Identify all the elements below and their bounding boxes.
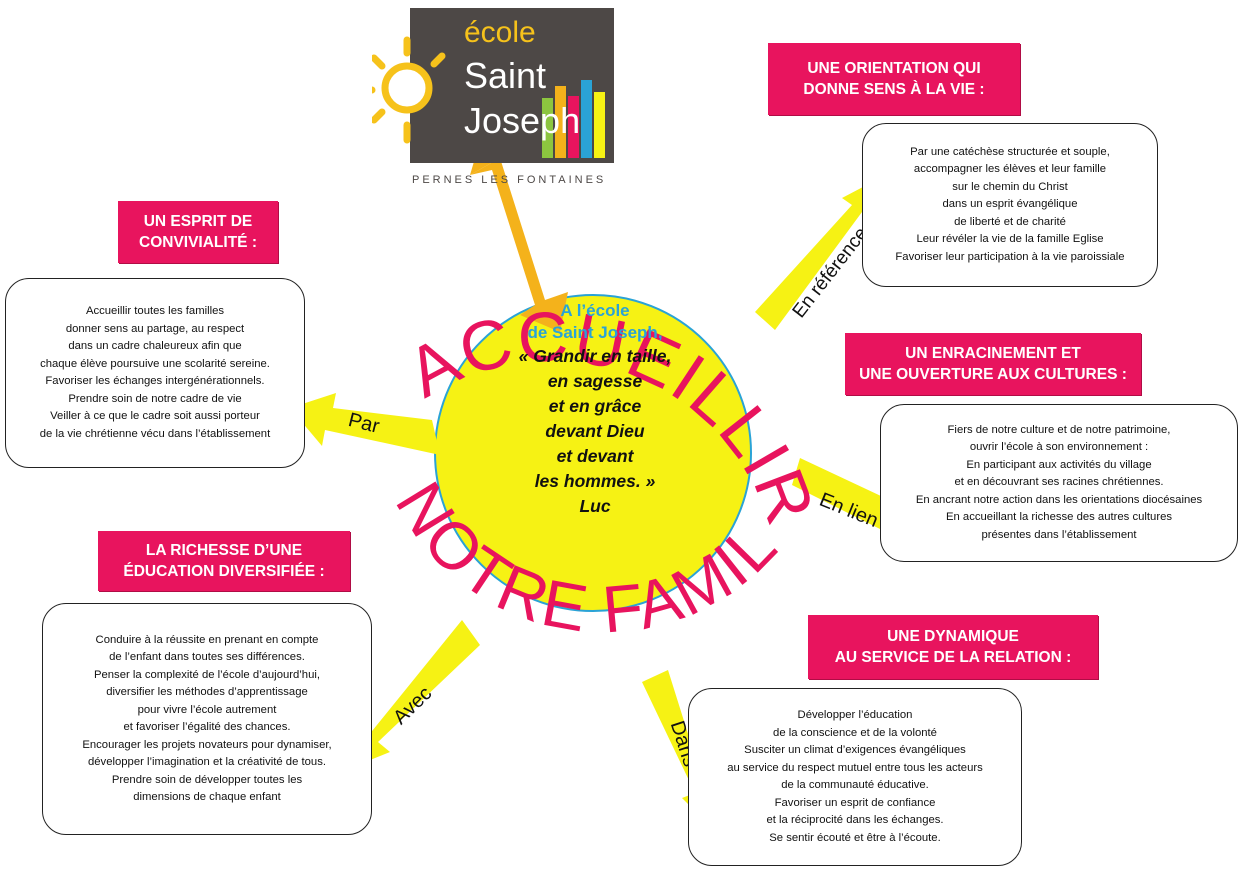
text-line: au service du respect mutuel entre tous … xyxy=(727,761,983,774)
title-convivialite-line1: UN ESPRIT DE xyxy=(143,213,253,230)
text-line: chaque élève poursuive une scolarité ser… xyxy=(40,357,270,370)
text-line: Penser la complexité de l’école d’aujour… xyxy=(93,668,321,681)
text-line: Favoriser les échanges intergénérationne… xyxy=(45,375,265,387)
text-line: ouvrir l’école à son environnement : xyxy=(969,441,1149,454)
center-quote-4: devant Dieu xyxy=(545,421,645,441)
text-line: Favoriser leur participation à la vie pa… xyxy=(895,250,1125,263)
text-line: donner sens au partage, au respect xyxy=(65,322,245,335)
center-quote-1: « Grandir en taille, xyxy=(518,346,672,366)
box-enracinement: Fiers de notre culture et de notre patri… xyxy=(880,404,1238,562)
text-line: dans un cadre chaleureux afin que xyxy=(68,340,242,352)
logo-bar-yellow xyxy=(594,92,605,158)
title-orientation-line2: DONNE SENS À LA VIE : xyxy=(803,81,985,98)
box-education: Conduire à la réussite en prenant en com… xyxy=(42,603,372,835)
text-line: Veiller à ce que le cadre soit aussi por… xyxy=(50,410,260,422)
text-line: En accueillant la richesse des autres cu… xyxy=(945,511,1173,524)
text-line: diversifier les méthodes d’apprentissage xyxy=(106,686,308,698)
logo-graphic: école Saint Joseph PERNES LES FONTAINES xyxy=(360,8,614,186)
text-line: Fiers de notre culture et de notre patri… xyxy=(947,423,1171,436)
box-convivialite: Accueillir toutes les familles donner se… xyxy=(5,278,305,468)
text-line: développer l’imagination et la créativit… xyxy=(87,756,326,768)
text-line: accompagner les élèves et leur famille xyxy=(913,163,1107,176)
title-education-line2: ÉDUCATION DIVERSIFIÉE : xyxy=(123,563,325,580)
text-line: et en découvrant ses racines chrétiennes… xyxy=(954,476,1164,489)
logo-line1: école xyxy=(464,16,536,49)
logo-bar-cyan xyxy=(581,80,592,158)
text-line: dans un esprit évangélique xyxy=(942,198,1078,211)
title-dynamique-line1: UNE DYNAMIQUE xyxy=(887,628,1019,645)
text-line: Prendre soin de notre cadre de vie xyxy=(68,392,242,405)
text-line: Développer l’éducation xyxy=(797,709,913,721)
center-quote-5: et devant xyxy=(556,446,634,466)
text-line: de liberté et de charité xyxy=(954,215,1066,228)
title-dynamique: UNE DYNAMIQUE AU SERVICE DE LA RELATION … xyxy=(808,615,1098,679)
text-line: Se sentir écouté et être à l’écoute. xyxy=(769,831,941,844)
title-enracinement-line1: UN ENRACINEMENT ET xyxy=(905,345,1081,362)
text-line: Leur révéler la vie de la famille Eglise xyxy=(916,233,1104,246)
title-enracinement-line2: UNE OUVERTURE AUX CULTURES : xyxy=(859,366,1127,383)
title-education: LA RICHESSE D’UNE ÉDUCATION DIVERSIFIÉE … xyxy=(98,531,350,591)
text-line: Susciter un climat d’exigences évangéliq… xyxy=(744,744,966,756)
center-quote-6: les hommes. » xyxy=(534,471,656,491)
title-dynamique-line2: AU SERVICE DE LA RELATION : xyxy=(834,649,1072,666)
logo-bar-green xyxy=(542,98,553,158)
text-line: Encourager les projets novateurs pour dy… xyxy=(82,738,332,751)
text-line: de la communauté éducative. xyxy=(781,779,929,791)
sun-icon xyxy=(360,36,446,144)
title-convivialite: UN ESPRIT DE CONVIVIALITÉ : xyxy=(118,201,278,263)
logo-town: PERNES LES FONTAINES xyxy=(412,174,606,186)
text-line: et favoriser l’égalité des chances. xyxy=(123,721,291,733)
center-line2: de Saint Joseph, xyxy=(527,323,663,342)
title-enracinement: UN ENRACINEMENT ET UNE OUVERTURE AUX CUL… xyxy=(845,333,1141,395)
text-line: En participant aux activités du village xyxy=(966,458,1152,471)
title-orientation: UNE ORIENTATION QUI DONNE SENS À LA VIE … xyxy=(768,43,1020,115)
title-orientation-line1: UNE ORIENTATION QUI xyxy=(807,60,981,77)
text-line: Conduire à la réussite en prenant en com… xyxy=(95,633,319,646)
text-line: dimensions de chaque enfant xyxy=(133,791,281,803)
box-dynamique: Développer l’éducation de la conscience … xyxy=(688,688,1022,866)
text-line: de l’enfant dans toutes ses différences. xyxy=(109,651,305,663)
text-line: Favoriser un esprit de confiance xyxy=(774,796,936,809)
title-convivialite-line2: CONVIVIALITÉ : xyxy=(139,234,257,251)
box-orientation: Par une catéchèse structurée et souple, … xyxy=(862,123,1158,287)
school-logo: école Saint Joseph PERNES LES FONTAINES xyxy=(360,8,624,194)
text-line: Accueillir toutes les familles xyxy=(85,305,225,317)
center-line1: A l’école xyxy=(560,301,630,320)
logo-line3: Joseph xyxy=(464,100,580,141)
text-line: Prendre soin de développer toutes les xyxy=(111,773,303,786)
center-quote-7: Luc xyxy=(579,496,611,516)
title-education-line1: LA RICHESSE D’UNE xyxy=(145,542,303,559)
text-line: pour vivre l’école autrement xyxy=(137,703,277,716)
text-line: Par une catéchèse structurée et souple, xyxy=(910,145,1110,158)
text-line: et la réciprocité dans les échanges. xyxy=(766,814,944,826)
center-quote-2: en sagesse xyxy=(547,371,643,391)
text-line: présentes dans l’établissement xyxy=(981,528,1137,541)
arrow-par: Par xyxy=(290,393,440,455)
logo-bar-orange xyxy=(555,86,566,158)
logo-bar-pink xyxy=(568,96,579,158)
text-line: de la conscience et de la volonté xyxy=(773,726,937,739)
text-line: sur le chemin du Christ xyxy=(952,180,1068,193)
logo-line2: Saint xyxy=(464,55,546,96)
text-line: En ancrant notre action dans les orienta… xyxy=(915,493,1203,506)
center-text: A l’école de Saint Joseph, « Grandir en … xyxy=(480,300,710,519)
center-quote-3: et en grâce xyxy=(548,396,642,416)
text-line: de la vie chrétienne vécu dans l’établis… xyxy=(39,427,271,440)
